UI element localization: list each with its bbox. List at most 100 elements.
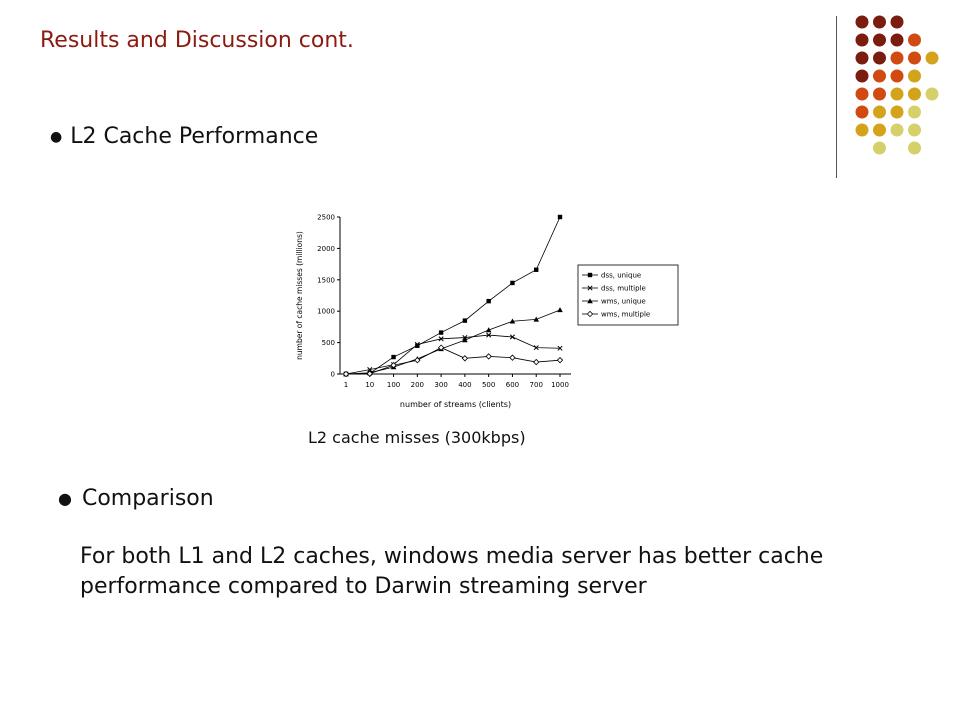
y-tick-label: 2000	[317, 245, 335, 253]
data-point	[485, 353, 492, 360]
bullet-comparison: ● Comparison	[58, 486, 214, 511]
x-tick-label: 200	[411, 381, 424, 389]
x-tick-label: 500	[482, 381, 495, 389]
series-square	[343, 214, 563, 377]
decor-dot	[908, 51, 921, 65]
decor-dot	[890, 87, 904, 101]
decor-dot	[873, 51, 886, 65]
decor-dot	[890, 69, 904, 83]
data-point	[342, 370, 350, 378]
data-point	[509, 354, 516, 361]
data-point	[414, 341, 420, 348]
data-point	[367, 367, 373, 373]
legend-label: wms, unique	[601, 298, 646, 306]
decor-dot	[873, 15, 886, 29]
y-tick-label: 2500	[317, 214, 335, 222]
decor-dot	[873, 123, 886, 137]
series-line	[345, 347, 561, 375]
chart-caption: L2 cache misses (300kbps)	[308, 428, 526, 447]
series-line	[345, 309, 561, 375]
decor-dot	[855, 105, 869, 119]
legend-marker	[586, 310, 594, 318]
legend-marker	[587, 298, 593, 304]
data-point	[415, 343, 420, 348]
data-point	[556, 357, 564, 364]
data-point	[533, 316, 540, 322]
decor-dot	[925, 51, 939, 65]
l2-cache-chart: 0 500 1000 1500 2000 2500 1 10 100 200 300 400 500 60…	[295, 214, 679, 409]
x-tick-label: 600	[506, 381, 519, 389]
data-point	[438, 336, 444, 342]
header-divider	[836, 16, 837, 178]
comparison-text: For both L1 and L2 caches, windows media…	[80, 544, 824, 599]
x-tick-label: 10	[365, 381, 374, 389]
data-point	[510, 280, 515, 286]
bullet-comparison-text: Comparison	[81, 486, 214, 511]
x-tick-label: 1	[344, 381, 348, 389]
data-point	[557, 345, 563, 351]
decor-dot	[890, 33, 904, 47]
x-tick-label: 400	[458, 381, 471, 389]
y-tick-label: 0	[331, 371, 335, 379]
decor-dot	[855, 33, 869, 47]
y-tick-label: 1000	[317, 308, 335, 316]
decorative-dot-grid	[855, 15, 939, 155]
decor-dot	[873, 105, 886, 119]
series-x	[343, 332, 563, 377]
data-point	[414, 357, 421, 364]
decor-dot	[873, 69, 886, 83]
decor-dot	[908, 69, 921, 83]
decor-dot	[855, 69, 869, 83]
legend-marker	[587, 285, 593, 291]
data-point	[390, 362, 397, 369]
x-tick-label: 1000	[551, 381, 569, 389]
series-line	[345, 334, 561, 375]
x-tick-label: 700	[530, 381, 543, 389]
slide-title: Results and Discussion cont.	[40, 28, 354, 53]
legend-label: dss, multiple	[601, 285, 646, 293]
data-point	[557, 307, 563, 313]
data-point	[437, 344, 445, 351]
bullet-icon: ●	[58, 489, 72, 508]
decor-dot	[908, 123, 921, 137]
decor-dot	[873, 141, 886, 155]
data-point	[438, 330, 444, 335]
x-tick-label: 300	[434, 381, 447, 389]
decor-dot	[908, 87, 921, 101]
data-point	[557, 214, 563, 220]
decor-dot	[925, 87, 939, 101]
data-point	[509, 318, 516, 324]
data-point	[534, 267, 539, 272]
bullet-icon: ●	[50, 128, 63, 145]
data-point	[509, 334, 515, 340]
series-diamond	[342, 344, 564, 378]
y-axis-label: number of cache misses (millions)	[295, 231, 304, 360]
bullet-l2-cache-text: L2 Cache Performance	[70, 124, 319, 149]
legend-label: dss, unique	[601, 272, 641, 280]
x-tick-label: 100	[387, 381, 400, 389]
decor-dot	[908, 33, 921, 47]
decor-dot	[908, 105, 921, 119]
data-point	[485, 327, 492, 333]
data-point	[486, 298, 491, 304]
data-point	[461, 355, 469, 362]
decor-dot	[873, 33, 886, 47]
decor-dot	[890, 15, 904, 29]
y-tick-label: 500	[322, 339, 335, 347]
legend-label: wms, multiple	[601, 311, 650, 319]
data-point	[533, 358, 540, 366]
decor-dot	[908, 141, 921, 155]
decor-dot	[873, 87, 886, 101]
y-tick-label: 1500	[317, 276, 335, 284]
series-triangle	[343, 307, 563, 377]
decor-dot	[855, 51, 869, 65]
decor-dot	[890, 105, 904, 119]
x-axis-label: number of streams (clients)	[400, 400, 511, 409]
bullet-l2-cache: ● L2 Cache Performance	[50, 124, 318, 149]
data-point	[366, 370, 373, 377]
data-point	[462, 337, 468, 343]
legend-marker	[587, 272, 593, 278]
data-point	[486, 332, 492, 338]
decor-dot	[855, 123, 869, 137]
decor-dot	[890, 51, 904, 65]
